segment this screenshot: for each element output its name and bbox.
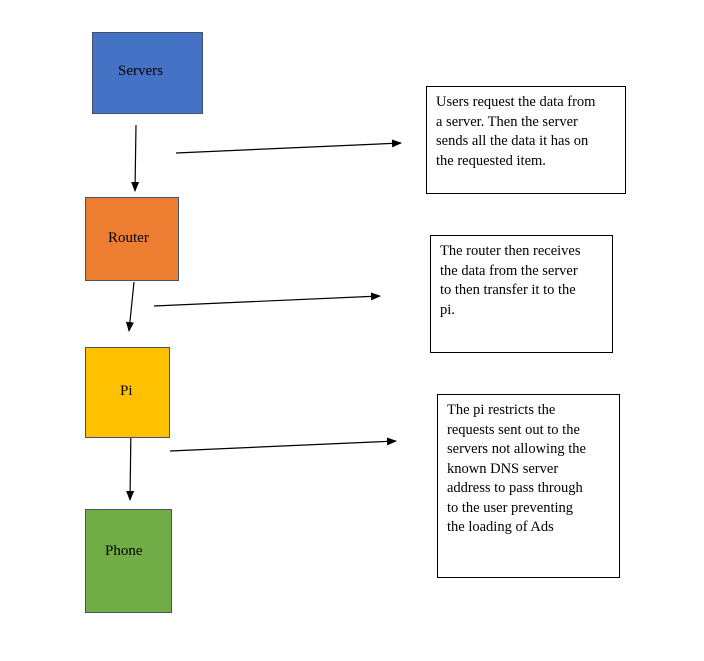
servers-node: Servers — [92, 32, 203, 114]
phone-node: Phone — [85, 509, 172, 613]
arrow-to-servers-note — [175, 139, 402, 154]
router-node: Router — [85, 197, 179, 281]
pi-label: Pi — [120, 383, 133, 399]
arrow-servers-to-router — [131, 124, 140, 192]
pi-node: Pi — [85, 347, 170, 438]
arrow-router-to-pi — [125, 281, 135, 332]
phone-label: Phone — [105, 543, 143, 559]
arrow-to-pi-note — [169, 437, 397, 452]
servers-label: Servers — [118, 63, 163, 79]
arrow-to-router-note — [153, 292, 381, 307]
router-label: Router — [108, 230, 149, 246]
